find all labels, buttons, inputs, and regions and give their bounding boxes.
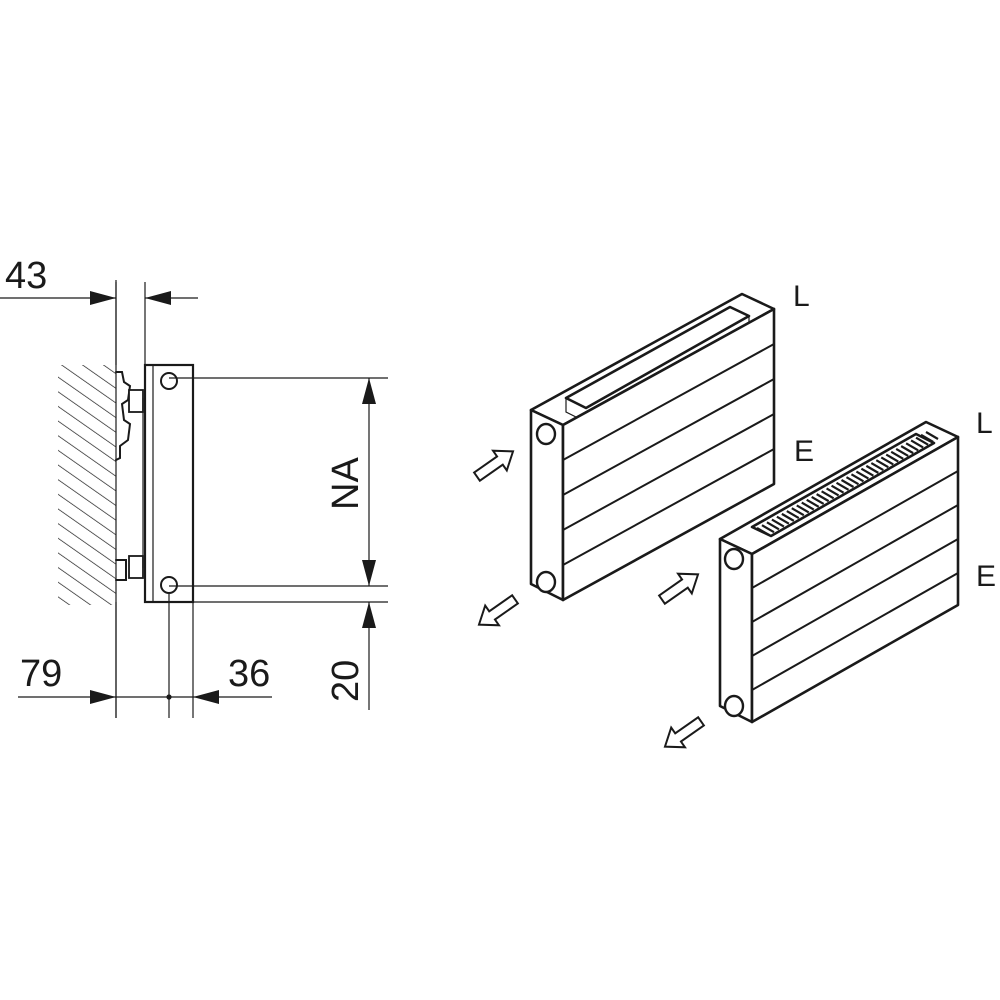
flow-out-arrow-icon [663, 715, 706, 749]
convector-fin [915, 436, 929, 446]
panel-e-upper-connection-icon [723, 547, 745, 571]
panel-l-tag: L [793, 280, 810, 313]
convector-fin [796, 504, 810, 514]
convector-fin [776, 515, 790, 525]
convector-fin [885, 453, 899, 463]
convector-fin [761, 524, 775, 534]
wall-hatching [58, 365, 116, 605]
panel-e-top-tag: L [976, 407, 993, 440]
panel-e-lower-connection-icon [723, 694, 745, 718]
panel-l-upper-connection-icon [535, 422, 557, 446]
convector-fin [895, 447, 909, 457]
wall-bracket [115, 371, 132, 461]
convector-fin [831, 484, 845, 494]
panel-e-rib [751, 504, 959, 623]
dim-36-label: 36 [228, 653, 270, 695]
panel-l-rib [562, 413, 775, 531]
panel-l-rib [562, 378, 775, 496]
convector-fin [910, 439, 924, 449]
panel-e-rib [751, 538, 959, 657]
convector-fin [771, 518, 785, 528]
convector-fin [821, 490, 835, 500]
dim-na-arrow-bottom [362, 560, 376, 586]
upper-connection-icon [160, 372, 178, 390]
panel-e-front-face [750, 435, 960, 724]
convector-fin [870, 462, 884, 472]
convector-fin [756, 527, 770, 536]
dim-36-arrow [193, 690, 219, 704]
convector-fin [875, 459, 889, 469]
flow-in-arrow-icon [472, 449, 515, 483]
flow-in-arrow-icon [657, 572, 700, 606]
convector-fin [801, 501, 815, 511]
dim-43-arrow-right [145, 291, 171, 305]
panel-l-rib [562, 343, 775, 461]
panel-l-rib [562, 448, 775, 566]
radiator-panel-l: L [529, 280, 810, 602]
convector-fin [905, 442, 919, 452]
convector-fin [840, 479, 855, 488]
dim-43-arrow-left [90, 291, 116, 305]
dim-20-arrow [362, 602, 376, 628]
convector-fin [781, 512, 795, 522]
side-view: 43 NA 20 79 36 [0, 255, 388, 718]
convector-fin [786, 510, 800, 520]
lower-connection-icon [160, 576, 178, 594]
dim-na-label: NA [325, 457, 367, 510]
dim-20-label: 20 [325, 660, 367, 702]
convector-fin [816, 493, 830, 503]
dim-79-arrow [90, 690, 116, 704]
dim-79-label: 79 [20, 653, 62, 695]
convector-fin [900, 445, 914, 455]
panel-e-convector-fins [756, 431, 939, 536]
convector-fin [925, 431, 939, 440]
convector-fin [835, 481, 850, 491]
panel-e-rib [751, 572, 959, 691]
convector-fin [880, 456, 894, 466]
convector-fin [860, 467, 874, 477]
panel-l-lower-connection-icon [535, 570, 557, 594]
lower-clip [128, 555, 144, 579]
panel-e-side-tag: E [976, 560, 996, 593]
lower-bracket [115, 559, 127, 581]
convector-fin [806, 498, 820, 508]
convector-fin [865, 464, 879, 474]
radiator-panel-e: L E E [718, 407, 996, 724]
panel-e-rib [751, 470, 959, 589]
convector-fin [826, 487, 840, 497]
convector-fin [855, 470, 869, 480]
dim-center-dot [166, 694, 172, 700]
upper-clip [128, 389, 144, 413]
convector-fin [920, 433, 934, 443]
dim-43-label: 43 [5, 255, 47, 297]
convector-fin [890, 450, 904, 460]
flow-out-arrow-icon [477, 593, 520, 627]
panel-e-mid-tag: E [794, 435, 814, 468]
dim-na-arrow-top [362, 378, 376, 404]
panel-l-front-face [561, 307, 776, 602]
convector-fin [845, 476, 860, 486]
convector-fin [766, 521, 780, 531]
convector-fin [811, 495, 825, 505]
radiator-body-side [143, 363, 195, 604]
convector-fin [850, 473, 864, 483]
convector-fin [791, 507, 805, 517]
